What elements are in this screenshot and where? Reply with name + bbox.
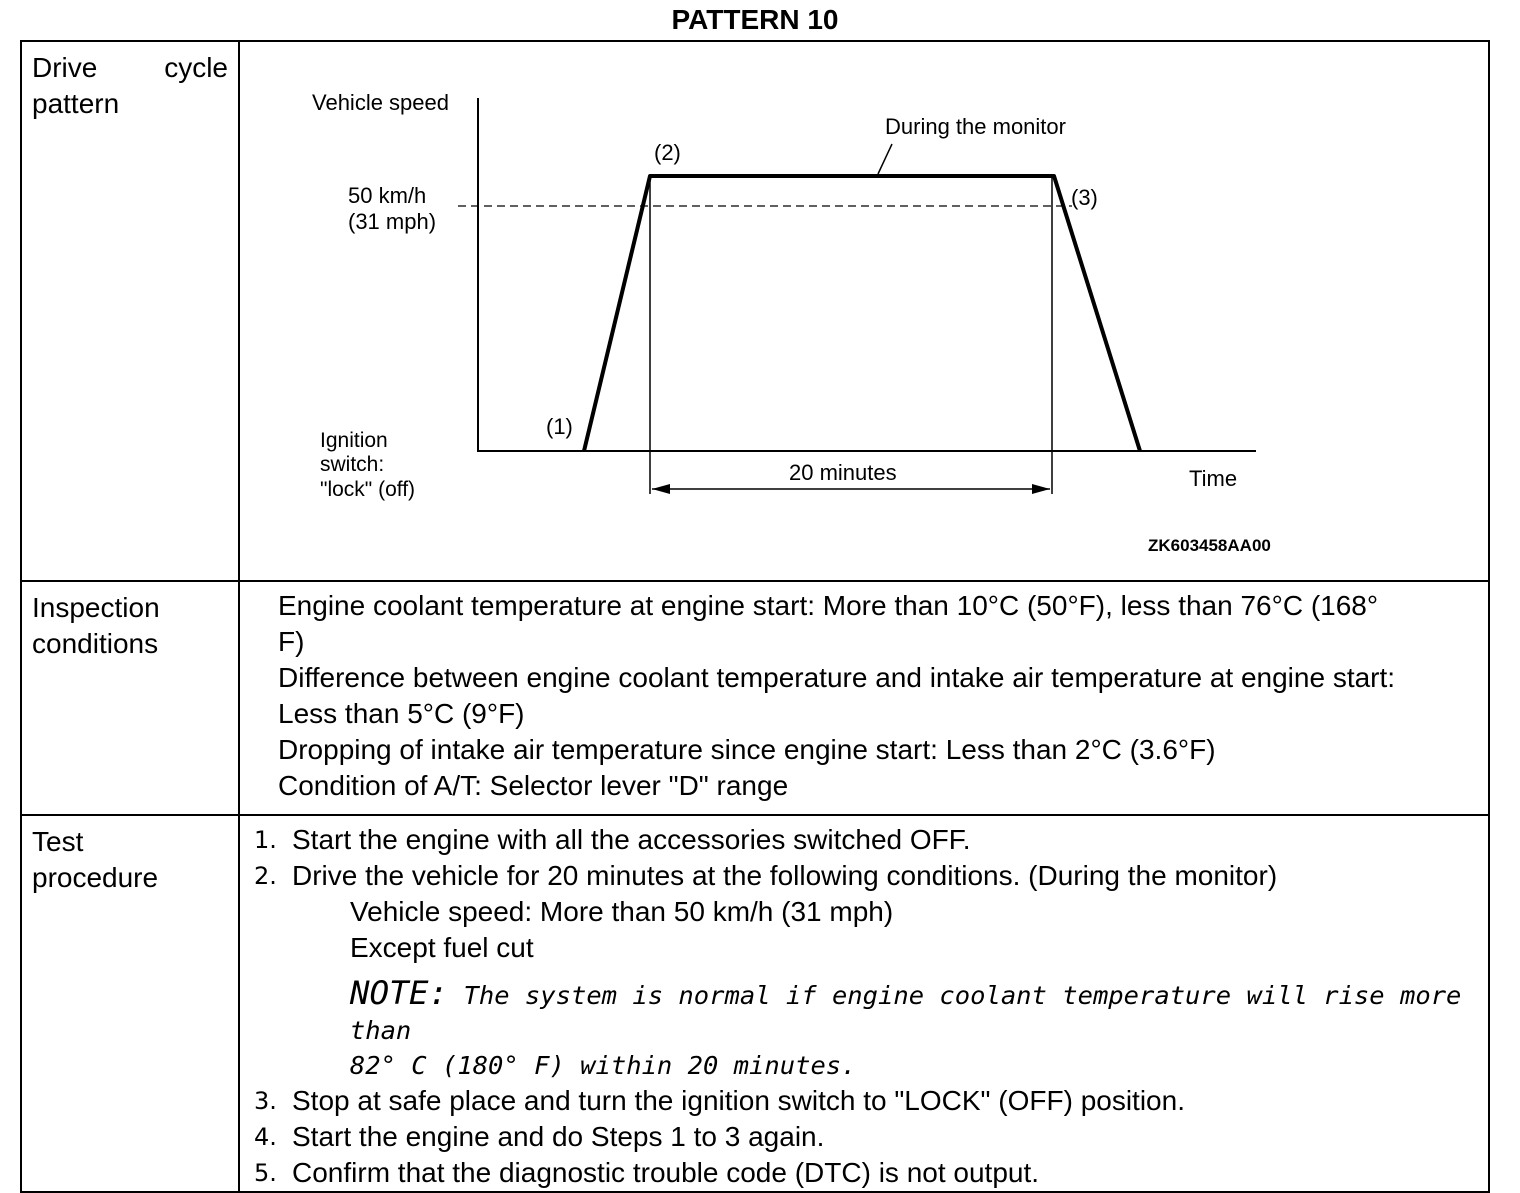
step-text: Confirm that the diagnostic trouble code… [292,1157,1040,1188]
drive-cycle-diagram-cell: Vehicle speed 50 km/h (31 mph) Ignition … [238,40,1490,582]
table-row: Inspection conditions Engine coolant tem… [20,580,1490,816]
ignition-label-line3: "lock" (off) [320,478,415,501]
drive-cycle-table: Drive cycle pattern [20,40,1490,1193]
y-axis-label: Vehicle speed [312,90,449,115]
step-text: Start the engine with all the accessorie… [292,824,971,855]
condition-line: Condition of A/T: Selector lever "D" ran… [278,770,789,801]
duration-label: 20 minutes [789,460,897,485]
label-test-line1: Test [32,826,84,857]
note-line2: 82° C (180° F) within 20 minutes. [349,1051,857,1080]
point-1-label: (1) [546,414,573,439]
point-3-label: (3) [1071,185,1098,210]
page-title: PATTERN 10 [671,4,839,35]
step-text: Start the engine and do Steps 1 to 3 aga… [292,1121,825,1152]
ignition-label-line1: Ignition [320,429,388,452]
x-axis-label: Time [1189,466,1237,491]
note-line1: The system is normal if engine coolant t… [349,981,1462,1045]
inspection-conditions-cell: Engine coolant temperature at engine sta… [238,580,1490,816]
step-number: 4. [254,1123,277,1151]
speed-label-mph: (31 mph) [348,209,436,234]
step-number: 5. [254,1159,277,1187]
condition-line: Engine coolant temperature at engine sta… [278,590,1379,621]
procedure-step: 4. Start the engine and do Steps 1 to 3 … [254,1119,1480,1155]
label-word-pattern: pattern [32,88,120,119]
label-inspection-line1: Inspection [32,592,160,623]
condition-line: Dropping of intake air temperature since… [278,734,1216,765]
note-label: NOTE: [349,974,449,1012]
label-inspection-line2: conditions [32,628,159,659]
ignition-label-line2: switch: [320,453,384,476]
label-word-cycle: cycle [164,52,228,83]
step-text: Stop at safe place and turn the ignition… [292,1085,1185,1116]
speed-label-kmh: 50 km/h [348,183,426,208]
row-label-drive-cycle: Drive cycle pattern [20,40,240,582]
row-label-test-procedure: Test procedure [20,814,240,1193]
procedure-step: 1. Start the engine with all the accesso… [254,822,1480,858]
step-text: Drive the vehicle for 20 minutes at the … [292,860,1278,891]
table-row: Drive cycle pattern [20,40,1490,582]
sub-item: Vehicle speed: More than 50 km/h (31 mph… [350,896,894,927]
monitor-leader-line [877,143,893,175]
arrow-left-icon [652,484,670,494]
step-number: 3. [254,1087,277,1115]
monitor-label: During the monitor [885,114,1066,139]
sub-item: Except fuel cut [350,932,534,963]
note-block: NOTE: The system is normal if engine coo… [254,976,1505,1083]
step-number: 1. [254,826,277,854]
table-row: Test procedure 1. Start the engine with … [20,814,1490,1193]
step-number: 2. [254,862,277,890]
figure-code: ZK603458AA00 [1148,536,1271,555]
drive-cycle-diagram: Vehicle speed 50 km/h (31 mph) Ignition … [312,90,1271,555]
label-test-line2: procedure [32,862,159,893]
label-word-drive: Drive [32,52,98,83]
procedure-step: 5. Confirm that the diagnostic trouble c… [254,1155,1480,1191]
test-procedure-cell: 1. Start the engine with all the accesso… [238,814,1490,1193]
arrow-right-icon [1032,484,1050,494]
condition-line: F) [278,626,305,657]
point-2-label: (2) [654,140,681,165]
speed-profile-line [582,174,1142,452]
condition-line: Difference between engine coolant temper… [278,662,1396,693]
row-label-inspection: Inspection conditions [20,580,240,816]
procedure-step: 2. Drive the vehicle for 20 minutes at t… [254,858,1480,894]
procedure-step: 3. Stop at safe place and turn the ignit… [254,1083,1480,1119]
condition-line: Less than 5°C (9°F) [278,698,525,729]
